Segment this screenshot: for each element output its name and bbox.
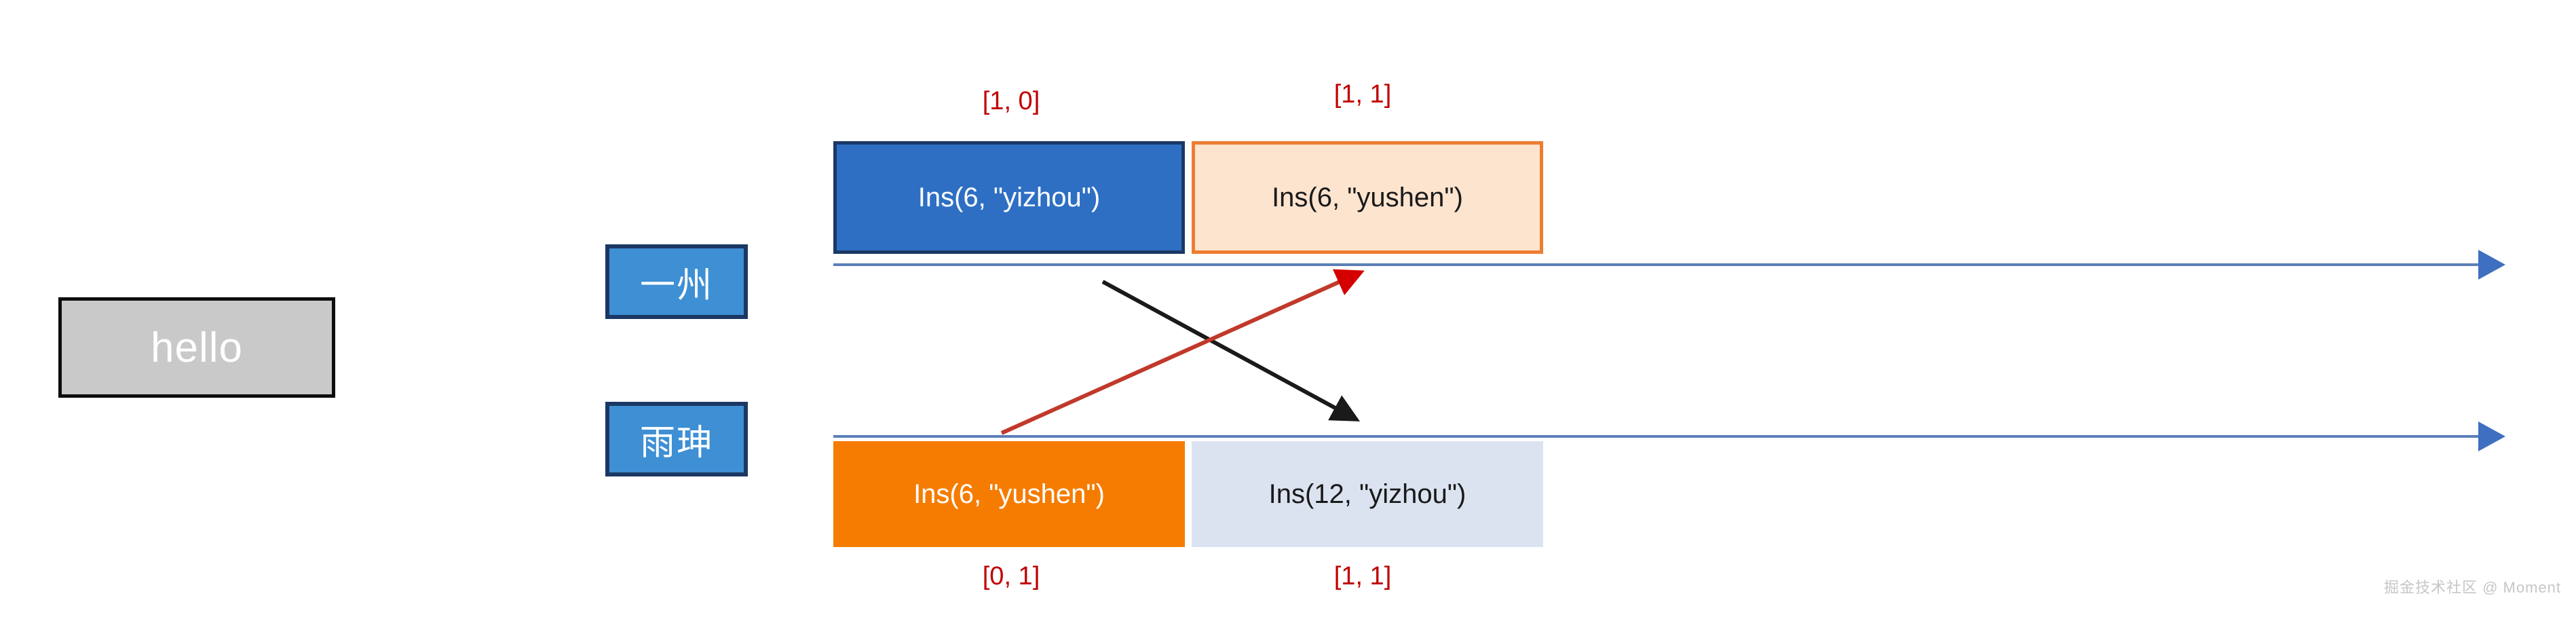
timeline-arrow-head-yushen-icon (2478, 421, 2505, 451)
actor-label-yizhou: 一州 (605, 244, 748, 319)
version-vector-bottom-1: [0, 1] (982, 562, 1040, 590)
version-vector-top-1: [1, 0] (982, 87, 1040, 115)
timeline-rail-yushen (833, 435, 2482, 438)
operation-box-bottom-1: Ins(6, "yushen") (833, 441, 1185, 547)
timeline-rail-yizhou (833, 263, 2482, 266)
hello-note-box: hello (58, 297, 335, 398)
version-vector-bottom-2: [1, 1] (1333, 562, 1392, 590)
operation-box-bottom-2: Ins(12, "yizhou") (1192, 441, 1543, 547)
actor-label-yushen: 雨珅 (605, 402, 748, 476)
version-vector-top-2: [1, 1] (1333, 80, 1392, 109)
operation-box-top-1: Ins(6, "yizhou") (833, 141, 1185, 254)
sync-arrow-top-to-bottom (1101, 280, 1361, 421)
operation-box-top-2: Ins(6, "yushen") (1192, 141, 1543, 254)
watermark: 掘金技术社区 @ Moment (2383, 579, 2561, 596)
timeline-arrow-head-yizhou-icon (2478, 250, 2505, 280)
sync-arrow-bottom-to-top (1000, 269, 1365, 435)
